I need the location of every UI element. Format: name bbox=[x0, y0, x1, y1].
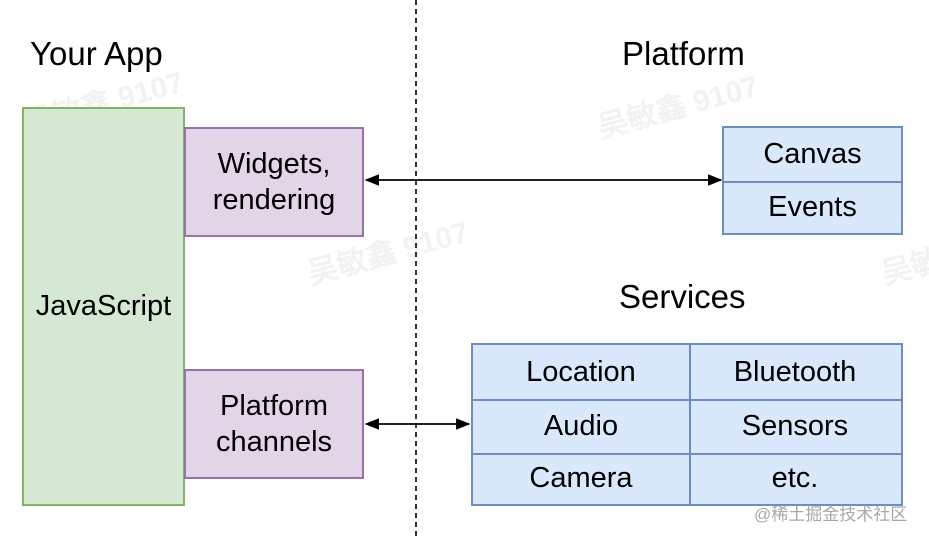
platform-heading: Platform bbox=[622, 35, 745, 72]
services-cell-sensors: Sensors bbox=[689, 399, 901, 455]
platform-channels-box: Platform channels bbox=[184, 369, 364, 479]
services-cell-audio: Audio bbox=[473, 399, 691, 455]
services-cell-camera: Camera bbox=[473, 453, 691, 504]
canvas-cell: Canvas bbox=[724, 128, 901, 183]
services-cell-bluetooth: Bluetooth bbox=[689, 345, 901, 401]
javascript-label: JavaScript bbox=[35, 290, 172, 322]
javascript-box: JavaScript bbox=[22, 107, 185, 506]
events-cell: Events bbox=[768, 190, 857, 223]
services-grid: Location Bluetooth Audio Sensors Camera … bbox=[471, 343, 903, 506]
your-app-heading: Your App bbox=[30, 35, 163, 72]
platform-stack: Canvas Events bbox=[722, 126, 903, 235]
services-heading: Services bbox=[619, 278, 746, 315]
services-cell-location: Location bbox=[473, 345, 691, 401]
services-cell-etc: etc. bbox=[771, 462, 819, 494]
site-watermark: @稀土掘金技术社区 bbox=[754, 505, 908, 524]
widgets-rendering-box: Widgets, rendering bbox=[184, 127, 364, 237]
